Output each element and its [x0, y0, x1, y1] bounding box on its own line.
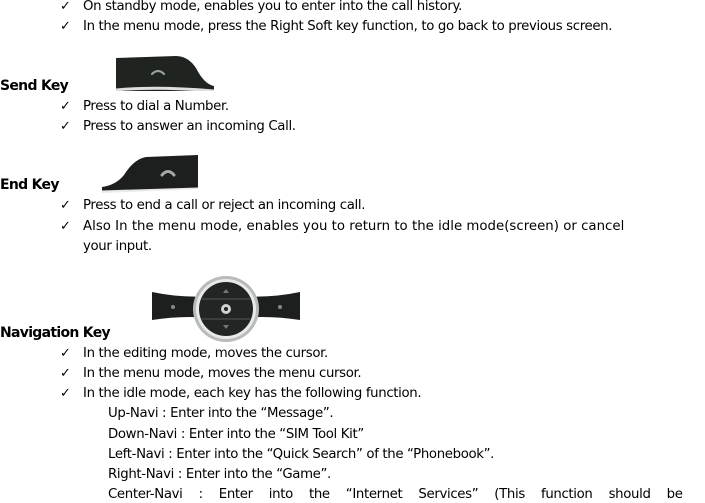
- check-icon: ✓: [60, 0, 71, 14]
- bullet-text: In the menu mode, press the Right Soft k…: [83, 19, 613, 34]
- bullet-text: Press to end a call or reject an incomin…: [83, 198, 366, 213]
- navigation-key-image: [150, 274, 302, 344]
- bullet-text: In the menu mode, moves the menu cursor.: [83, 366, 362, 381]
- right-dot-icon: [278, 305, 282, 309]
- end-key-heading: End Key: [0, 177, 59, 193]
- bullet-text: Press to answer an incoming Call.: [83, 119, 296, 134]
- phone-hangup-icon: [160, 170, 176, 177]
- send-key-heading: Send Key: [0, 78, 69, 94]
- nav-function-left: Left-Navi : Enter into the “Quick Search…: [108, 447, 495, 462]
- check-icon: ✓: [60, 198, 71, 213]
- bullet-text: Press to dial a Number.: [83, 99, 229, 114]
- bullet-text: In the editing mode, moves the cursor.: [83, 346, 328, 361]
- phone-icon: [150, 69, 166, 76]
- navigation-key-heading: Navigation Key: [0, 325, 111, 341]
- send-key-image: [115, 56, 215, 93]
- check-icon: ✓: [60, 219, 71, 234]
- nav-function-down: Down-Navi : Enter into the “SIM Tool Kit…: [108, 427, 364, 442]
- check-icon: ✓: [60, 119, 71, 134]
- check-icon: ✓: [60, 346, 71, 361]
- end-key-image: [101, 155, 199, 194]
- bullet-text: your input.: [83, 239, 152, 254]
- bullet-text: In the idle mode, each key has the follo…: [83, 386, 422, 401]
- check-icon: ✓: [60, 99, 71, 114]
- left-dot-icon: [171, 305, 175, 309]
- nav-function-center: Center-Navi : Enter into the “Internet S…: [108, 487, 683, 502]
- check-icon: ✓: [60, 366, 71, 381]
- bullet-text: On standby mode, enables you to enter in…: [83, 0, 463, 14]
- check-icon: ✓: [60, 386, 71, 401]
- down-arrow-icon: [223, 325, 229, 329]
- bullet-text: Also In the menu mode, enables you to re…: [83, 219, 625, 234]
- nav-function-right: Right-Navi : Enter into the “Game”.: [108, 467, 331, 482]
- up-arrow-icon: [223, 289, 229, 293]
- nav-function-up: Up-Navi : Enter into the “Message”.: [108, 406, 334, 421]
- check-icon: ✓: [60, 19, 71, 34]
